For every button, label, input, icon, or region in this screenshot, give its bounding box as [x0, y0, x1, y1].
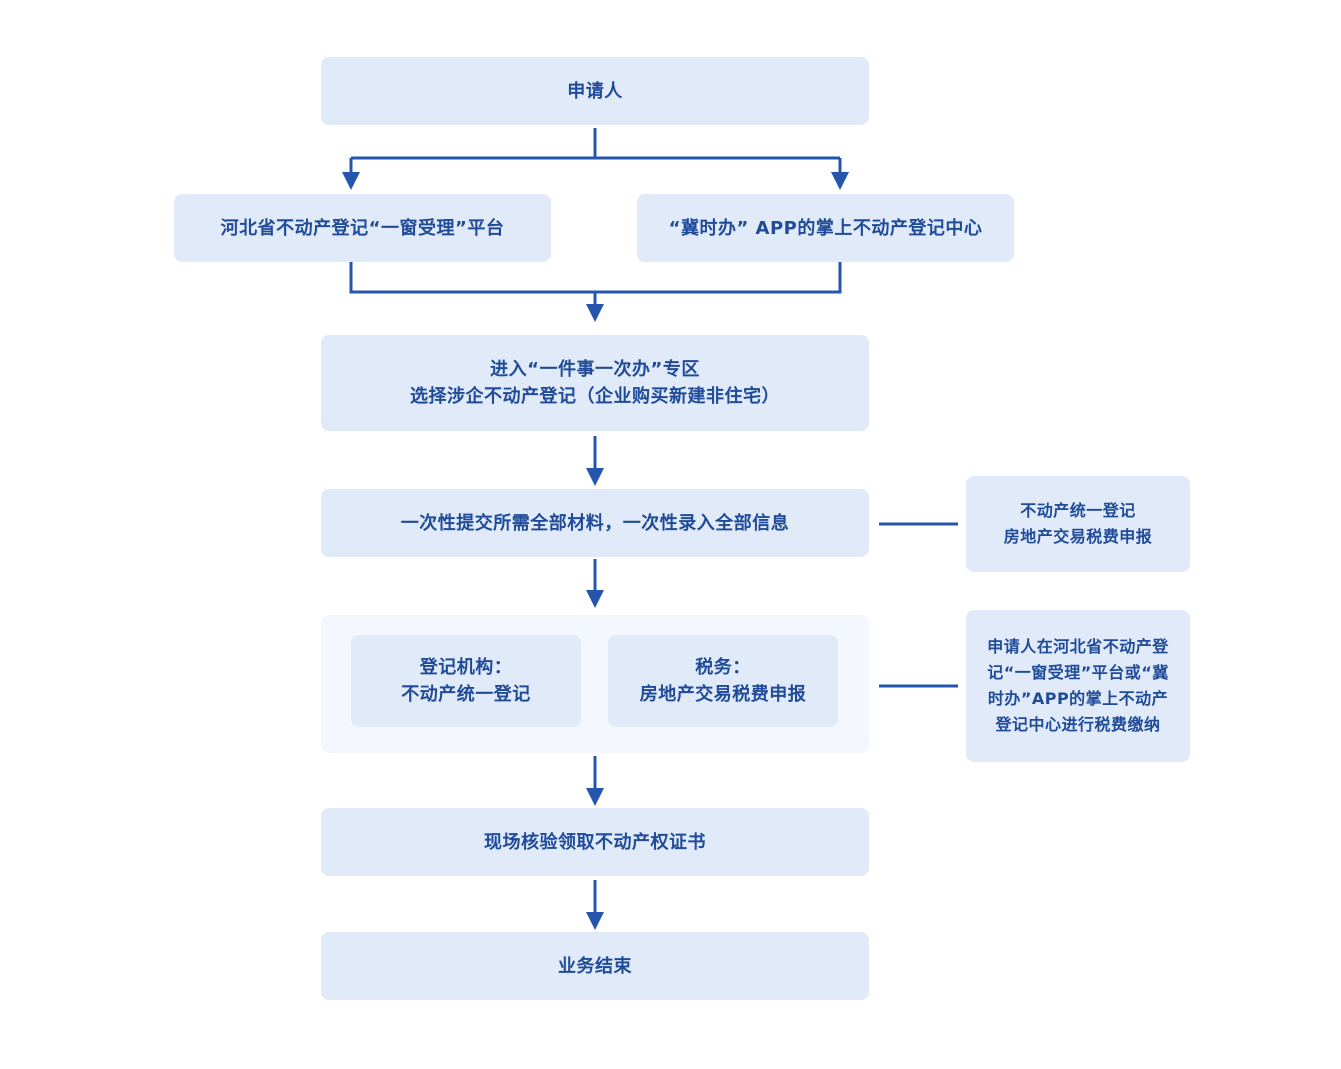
node-registry-agency-line1: 登记机构：: [419, 657, 513, 678]
arrowhead-to-verify: [586, 788, 604, 806]
node-onsite-verification: 现场核验领取不动产权证书: [321, 808, 869, 876]
node-registry-agency-line2: 不动产统一登记: [401, 684, 531, 705]
arrowhead-to-group: [586, 590, 604, 608]
note-tax-payment-line1: 申请人在河北省不动产登: [987, 637, 1169, 656]
note-tax-payment-line3: 时办”APP的掌上不动产: [987, 689, 1169, 708]
node-registry-agency: 登记机构： 不动产统一登记: [351, 635, 581, 727]
note-tax-payment: 申请人在河北省不动产登 记“一窗受理”平台或“冀 时办”APP的掌上不动产 登记…: [966, 610, 1190, 762]
arrowhead-to-submit: [586, 468, 604, 486]
connector-applicant-split: [349, 128, 842, 176]
arrowhead-to-end: [586, 912, 604, 930]
node-end-label: 业务结束: [558, 955, 632, 977]
node-special-zone-line1: 进入“一件事一次办”专区: [490, 359, 700, 380]
note-submit-line1: 不动产统一登记: [1020, 501, 1136, 520]
node-special-zone: 进入“一件事一次办”专区 选择涉企不动产登记（企业购买新建非住宅）: [321, 335, 869, 431]
note-submit: 不动产统一登记 房地产交易税费申报: [966, 476, 1190, 572]
note-tax-payment-line2: 记“一窗受理”平台或“冀: [987, 663, 1169, 682]
node-platform-app-label: “冀时办” APP的掌上不动产登记中心: [668, 217, 983, 239]
node-end: 业务结束: [321, 932, 869, 1000]
note-tax-payment-line4: 登记中心进行税费缴纳: [995, 715, 1161, 734]
node-submit-materials-label: 一次性提交所需全部材料，一次性录入全部信息: [400, 512, 790, 534]
arrowhead-to-platform-web: [342, 172, 360, 190]
node-platform-web-label: 河北省不动产登记“一窗受理”平台: [220, 217, 505, 239]
node-submit-materials: 一次性提交所需全部材料，一次性录入全部信息: [321, 489, 869, 557]
node-applicant: 申请人: [321, 57, 869, 125]
connector-platform-merge: [349, 262, 842, 308]
node-tax-line2: 房地产交易税费申报: [639, 684, 807, 705]
node-applicant-label: 申请人: [567, 80, 623, 102]
node-tax-line1: 税务：: [695, 657, 751, 678]
node-onsite-verification-label: 现场核验领取不动产权证书: [484, 831, 706, 853]
node-tax: 税务： 房地产交易税费申报: [608, 635, 838, 727]
node-platform-web: 河北省不动产登记“一窗受理”平台: [174, 194, 551, 262]
arrowhead-to-zone: [586, 304, 604, 322]
note-submit-line2: 房地产交易税费申报: [1003, 527, 1153, 546]
node-platform-app: “冀时办” APP的掌上不动产登记中心: [637, 194, 1014, 262]
arrowhead-to-platform-app: [831, 172, 849, 190]
node-special-zone-line2: 选择涉企不动产登记（企业购买新建非住宅）: [410, 386, 780, 407]
